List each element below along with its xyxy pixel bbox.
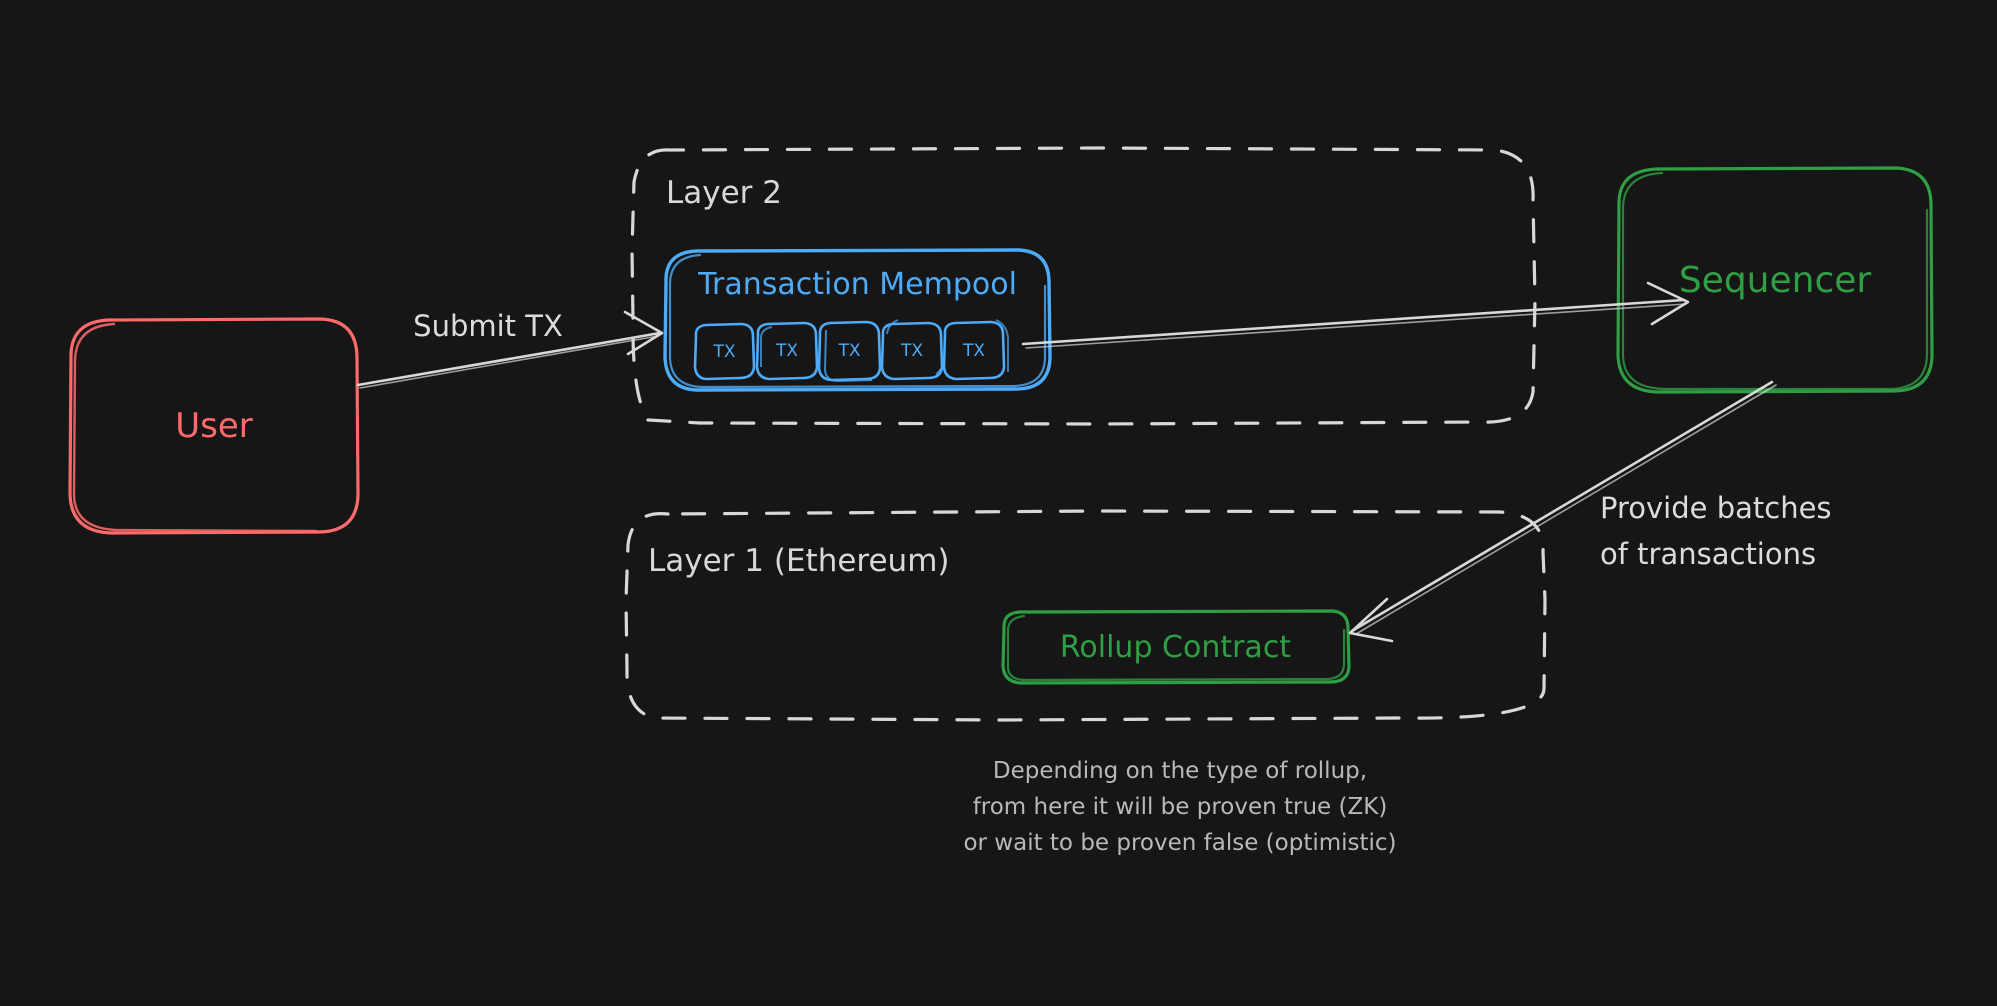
group-layer1-border xyxy=(624,509,1547,722)
node-user-shape[interactable] xyxy=(68,317,360,535)
group-layer2-border xyxy=(630,146,1537,426)
tx-box[interactable] xyxy=(755,321,819,381)
arrow-user-to-mempool xyxy=(356,310,664,389)
node-sequencer-shape[interactable] xyxy=(1616,166,1934,394)
tx-box[interactable] xyxy=(693,322,756,381)
tx-box[interactable] xyxy=(880,319,945,381)
arrow-sequencer-to-rollup-contract xyxy=(1348,380,1777,643)
node-mempool-shape[interactable] xyxy=(663,248,1052,392)
arrow-mempool-to-sequencer xyxy=(1021,281,1690,349)
tx-box-group xyxy=(693,319,1009,383)
tx-box[interactable] xyxy=(817,320,882,383)
node-rollup-contract-shape[interactable] xyxy=(1001,609,1351,685)
tx-box[interactable] xyxy=(942,319,1009,381)
